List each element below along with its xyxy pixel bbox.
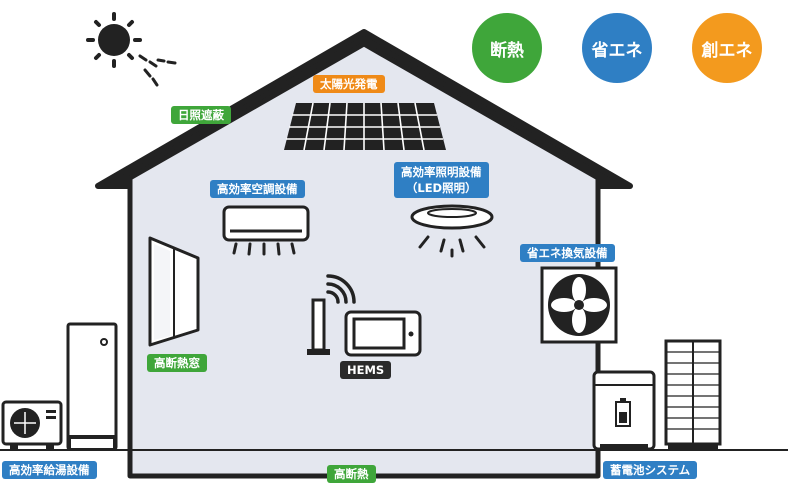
label-lighting-line1: 高効率照明設備 [401, 165, 482, 179]
monitor-icon [344, 310, 422, 357]
category-energy-creation-circle: 創エネ [692, 13, 762, 83]
label-ventilation: 省エネ換気設備 [520, 244, 615, 262]
wifi-router-icon [307, 274, 356, 355]
ceiling-light-icon [410, 204, 494, 258]
solar-panel-icon [284, 102, 446, 151]
label-battery: 蓄電池システム [603, 461, 698, 479]
label-water-heater: 高効率給湯設備 [2, 461, 97, 479]
air-conditioner-icon [222, 205, 310, 256]
battery-tower-icon [664, 339, 722, 449]
label-lighting-line2: （LED照明） [405, 181, 477, 195]
label-insulation: 高断熱 [327, 465, 376, 483]
water-tank-icon [66, 322, 118, 451]
label-solar: 太陽光発電 [313, 75, 385, 93]
heat-pump-icon [1, 400, 63, 449]
label-hems: HEMS [340, 361, 392, 379]
window-icon [148, 236, 200, 347]
ventilation-fan-icon [540, 266, 618, 344]
category-insulation-circle: 断熱 [472, 13, 542, 83]
label-lighting: 高効率照明設備 （LED照明） [394, 162, 489, 198]
label-aircon: 高効率空調設備 [210, 180, 305, 198]
label-shade: 日照遮蔽 [171, 106, 231, 124]
label-window: 高断熱窓 [147, 354, 207, 372]
battery-unit-icon [592, 370, 656, 451]
category-energy-saving-circle: 省エネ [582, 13, 652, 83]
sun-icon [86, 12, 177, 87]
